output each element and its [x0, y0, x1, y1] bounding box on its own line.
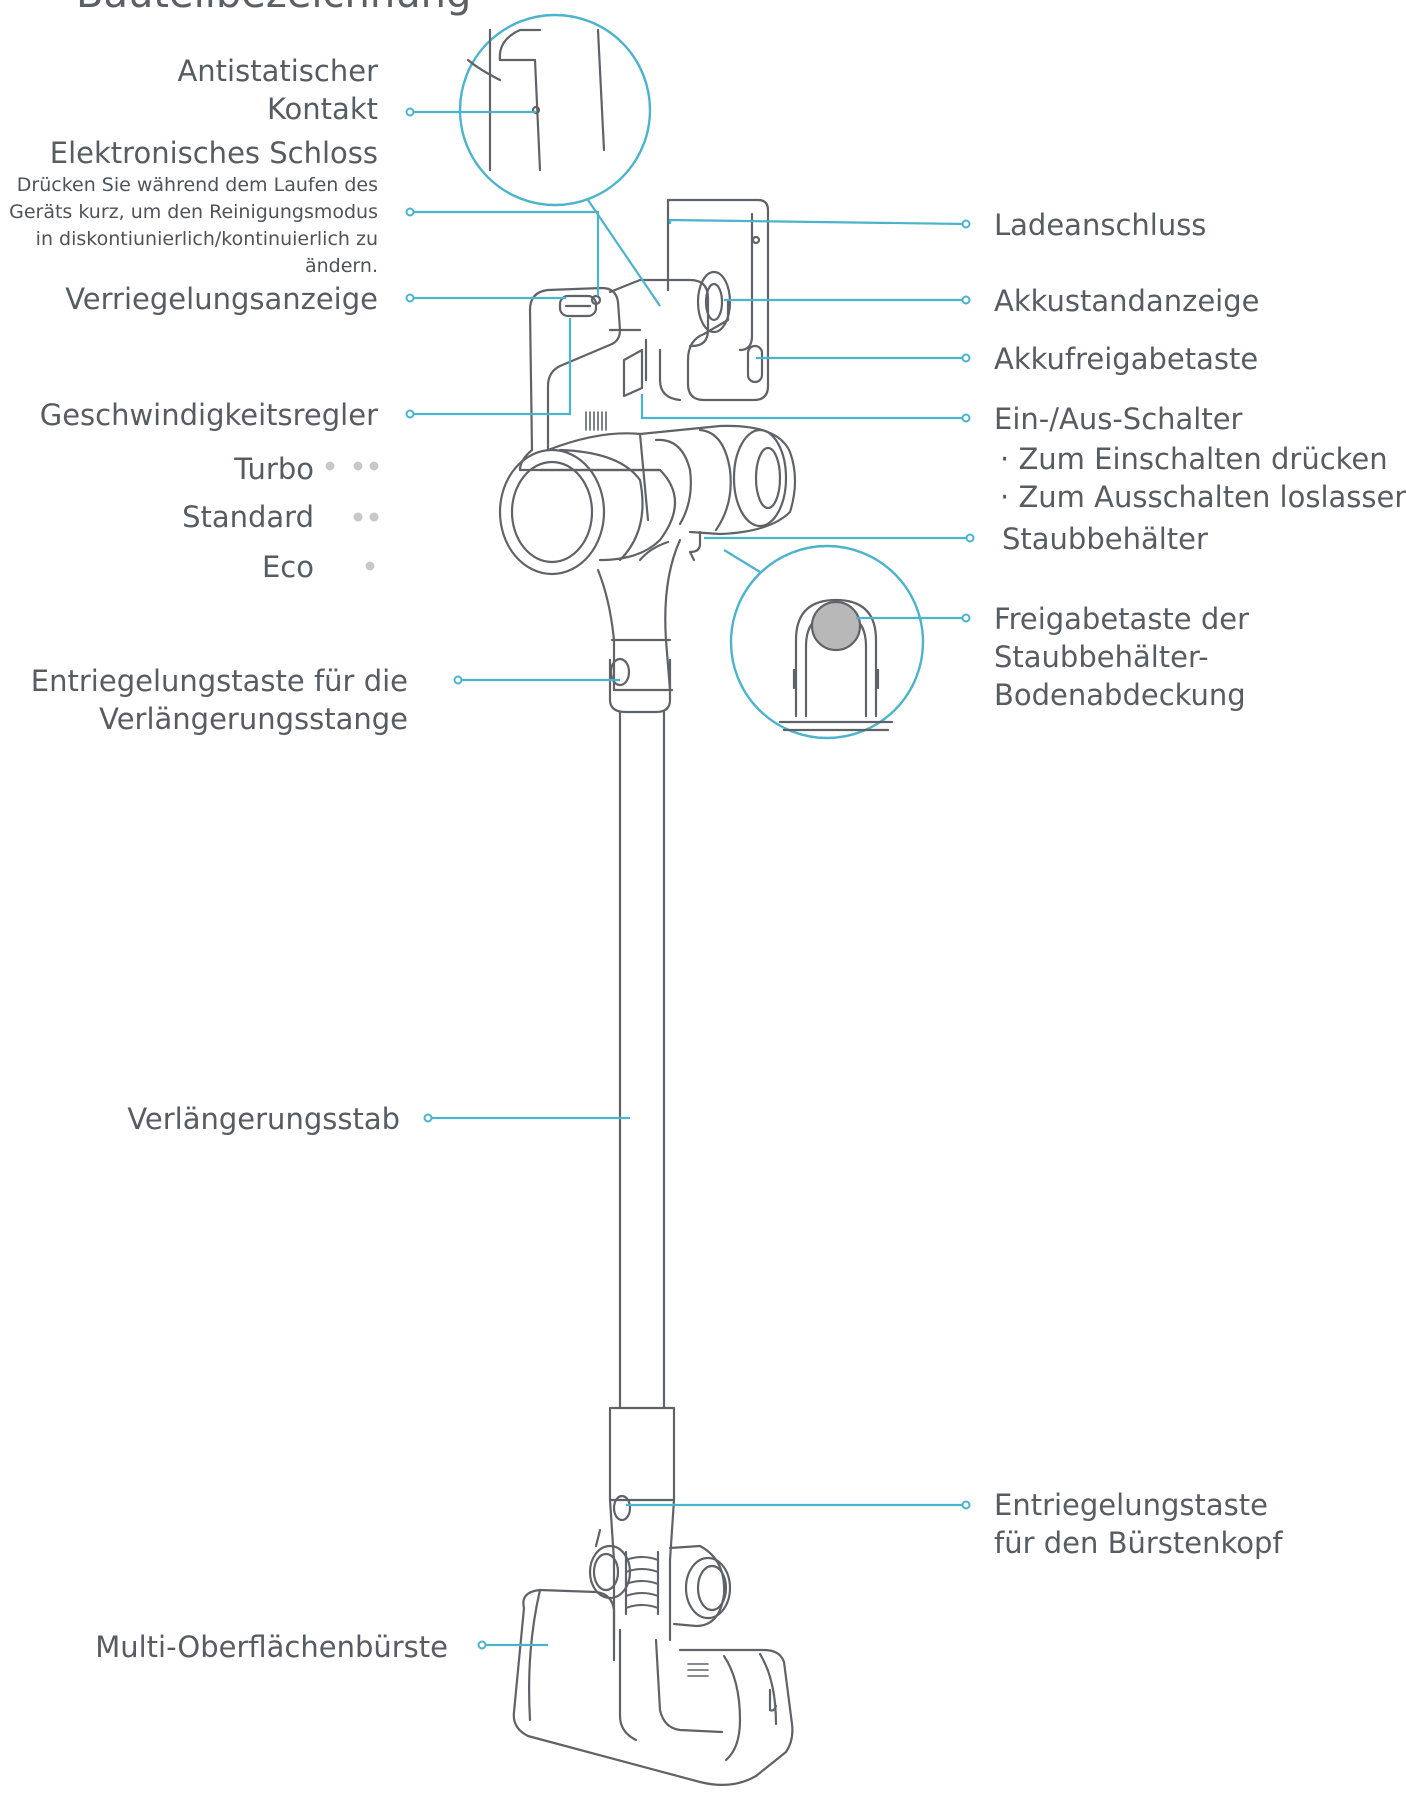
- leader-speed-control: [410, 318, 572, 416]
- label-multi-brush: Multi-Oberflächenbürste: [95, 1630, 448, 1664]
- label-electronic-lock: Elektronisches Schloss: [49, 136, 378, 170]
- label-speed-standard: Standard: [182, 500, 314, 534]
- label-dust-cover-release: Freigabetaste der Staubbehälter- Bodenab…: [994, 602, 1250, 712]
- leader-dot: [961, 219, 971, 229]
- leader-dot: [965, 533, 975, 543]
- label-speed-turbo: Turbo: [234, 452, 314, 486]
- speed-dot-turbo: [369, 461, 379, 471]
- page-title: Bauteilbezeichnung: [76, 0, 471, 18]
- antistatic-zoom: [458, 13, 652, 207]
- leader-dot: [405, 293, 415, 303]
- extension-collar: [608, 657, 672, 714]
- speed-dot-standard: [369, 512, 379, 522]
- label-brush-release: Entriegelungstaste für den Bürstenkopf: [994, 1488, 1283, 1560]
- label-speed-eco: Eco: [261, 550, 314, 584]
- leader-charging: [668, 218, 967, 226]
- leader-dot: [423, 1113, 433, 1123]
- leader-dot: [961, 353, 971, 363]
- brush-head: [512, 1588, 794, 1787]
- speed-dot-turbo: [353, 461, 363, 471]
- label-electronic-lock-desc: Drücken Sie während dem Laufen des Gerät…: [9, 174, 378, 277]
- speed-dot-standard: [353, 512, 363, 522]
- leader-power-switch: [640, 394, 966, 420]
- label-power-switch-notes: · Zum Einschalten drücken · Zum Ausschal…: [1000, 440, 1406, 516]
- charging-connector: [608, 270, 732, 402]
- leader-dot: [961, 413, 971, 423]
- leader-dot: [477, 1640, 487, 1650]
- leader-electronic-lock: [410, 210, 600, 296]
- leader-dot: [453, 675, 463, 685]
- dust-cover-zoom: [729, 544, 925, 740]
- speed-dot-turbo: [325, 461, 335, 471]
- speed-dot-eco: [365, 561, 375, 571]
- body-neck: [596, 538, 682, 692]
- leader-dot: [405, 207, 415, 217]
- label-extension-release: Entriegelungstaste für die Verlängerungs…: [30, 664, 408, 736]
- label-dust-bin: Staubbehälter: [1002, 522, 1208, 556]
- note-power-off: · Zum Ausschalten loslassen: [1000, 480, 1406, 514]
- label-lock-indicator: Verriegelungsanzeige: [65, 282, 378, 316]
- leader-dot: [405, 107, 415, 117]
- label-extension-rod: Verlängerungsstab: [127, 1102, 400, 1136]
- leader-dot: [961, 1500, 971, 1510]
- label-power-switch: Ein-/Aus-Schalter: [994, 402, 1243, 436]
- leader-dot: [961, 295, 971, 305]
- leader-dust-zoom: [723, 549, 761, 573]
- label-battery-indicator: Akkustandanzeige: [994, 284, 1260, 318]
- lower-collar: [588, 1406, 732, 1642]
- leader-dot: [405, 409, 415, 419]
- leader-dot: [961, 613, 971, 623]
- leader-zoom-top: [587, 199, 661, 307]
- handle: [528, 286, 648, 452]
- label-antistatic-contact: Antistatischer Kontakt: [177, 54, 378, 126]
- label-charging-port: Ladeanschluss: [994, 208, 1207, 242]
- label-speed-control: Geschwindigkeitsregler: [39, 398, 378, 432]
- note-power-on: · Zum Einschalten drücken: [1000, 442, 1388, 476]
- motor-body: [498, 424, 797, 576]
- label-battery-release: Akkufreigabetaste: [994, 342, 1259, 376]
- extension-rod: [618, 710, 666, 1410]
